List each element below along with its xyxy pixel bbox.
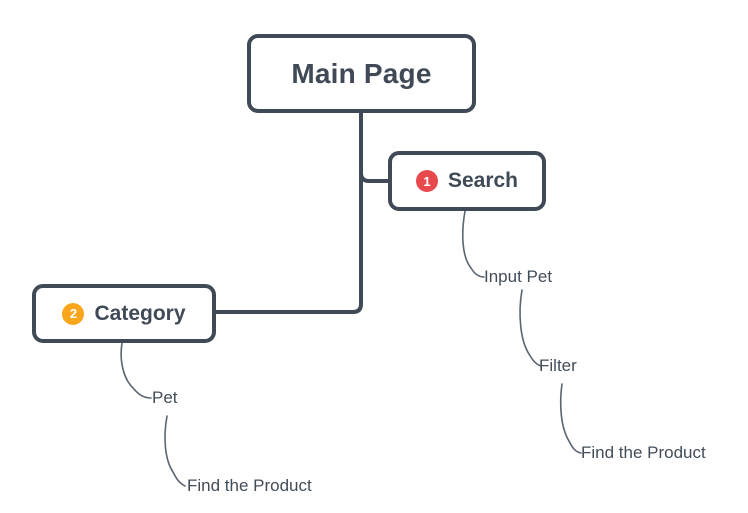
- leaf-find-the-product-search[interactable]: Find the Product: [581, 443, 706, 462]
- node-category[interactable]: 2 Category: [32, 284, 216, 343]
- trunk-connector-root-to-search: [359, 172, 389, 183]
- node-category-label: Category: [94, 301, 186, 325]
- connector-filter-to-find-product: [559, 383, 582, 454]
- priority-badge-1: 1: [415, 170, 438, 192]
- trunk-connector-root-to-category: [216, 112, 363, 314]
- leaf-input-pet[interactable]: Input Pet: [484, 267, 553, 286]
- leaf-pet[interactable]: Pet: [152, 388, 178, 407]
- node-main-page[interactable]: Main Page: [247, 34, 476, 113]
- connector-input-pet-to-filter: [519, 289, 542, 367]
- leaf-filter[interactable]: Filter: [539, 356, 577, 375]
- node-search[interactable]: 1 Search: [388, 151, 546, 211]
- connector-search-to-input-pet: [461, 210, 485, 278]
- priority-badge-2: 2: [62, 302, 85, 325]
- node-search-label: Search: [447, 169, 519, 192]
- connector-pet-to-find-product: [164, 415, 186, 487]
- leaf-find-the-product-category[interactable]: Find the Product: [187, 476, 312, 495]
- connector-category-to-pet: [120, 342, 152, 399]
- node-main-page-label: Main Page: [291, 57, 432, 89]
